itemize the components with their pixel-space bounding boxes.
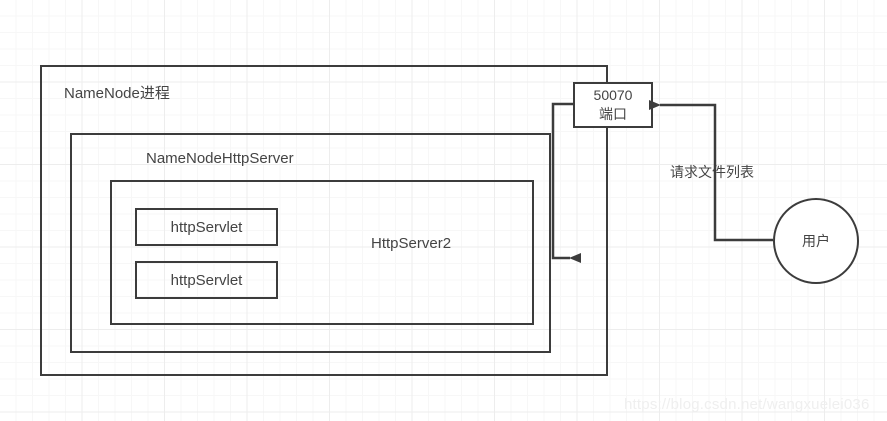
http-servlet-box-1: httpServlet bbox=[135, 208, 278, 246]
http-servlet-box-2: httpServlet bbox=[135, 261, 278, 299]
port-box: 50070 端口 bbox=[573, 82, 653, 128]
port-number-label: 50070 bbox=[593, 87, 633, 104]
httpserver2-label: HttpServer2 bbox=[371, 235, 452, 252]
request-file-list-edge-label: 请求文件列表 bbox=[670, 164, 754, 180]
watermark: https://blog.csdn.net/wangxuelei036 bbox=[624, 396, 870, 413]
user-node: 用户 bbox=[773, 198, 859, 284]
namenode-process-box bbox=[40, 65, 608, 376]
port-word-label: 端口 bbox=[599, 106, 627, 122]
namenode-httpserver-label: NameNodeHttpServer bbox=[146, 150, 294, 167]
httpserver2-box bbox=[110, 180, 534, 325]
namenode-process-label: NameNode进程 bbox=[64, 85, 170, 102]
namenode-httpserver-box bbox=[70, 133, 551, 353]
